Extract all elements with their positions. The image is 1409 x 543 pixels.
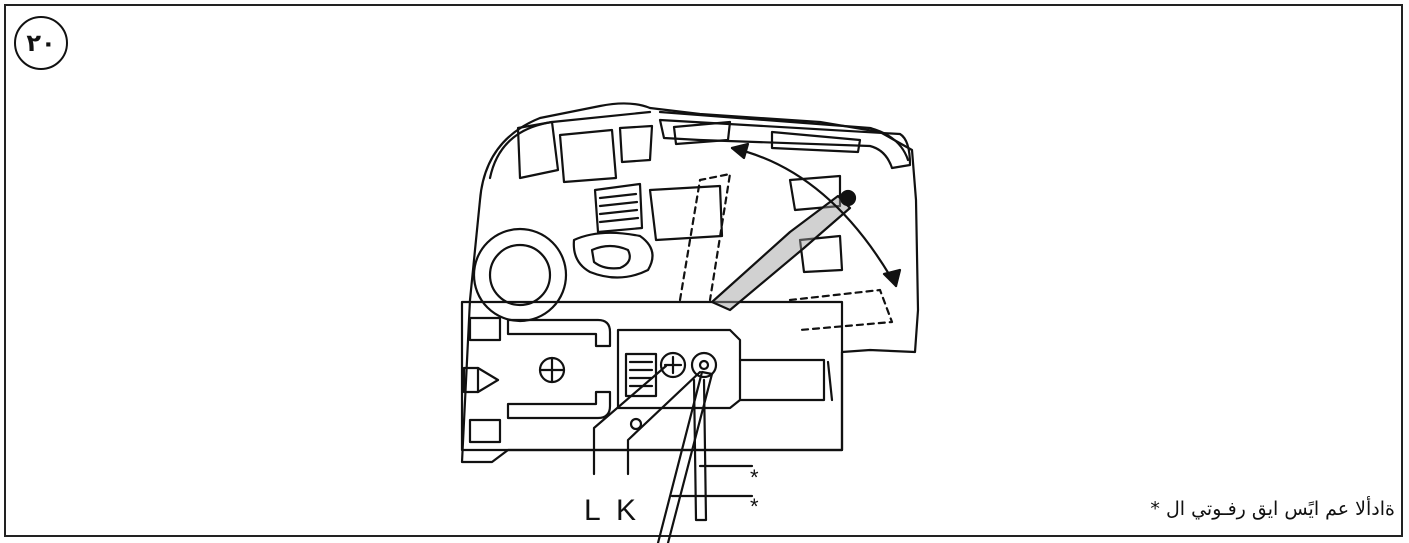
footnote-note: ةادألا عم ايًس ايق رفـوتي ال * [1150,498,1395,520]
label-k: K [616,494,637,527]
screw-1 [659,351,687,379]
tool-body-outline [460,102,920,464]
lever-alt-position [678,172,732,302]
figure-number-badge: ٢٠ [14,16,68,70]
top-ridge [488,110,652,180]
figure-frame [4,4,1403,537]
handle-panel-1 [658,118,912,170]
blade [656,370,714,543]
roller-wheel [472,227,568,323]
label-l: L [584,494,601,527]
shoe-plate [460,300,844,452]
asterisk-lower: * [750,494,759,519]
swing-arrow [730,146,898,288]
lever [710,194,852,312]
leader-l [592,364,668,476]
side-vent [593,182,644,234]
asterisk-upper: * [750,465,759,490]
screw-2 [690,351,718,379]
leader-k [626,370,702,476]
